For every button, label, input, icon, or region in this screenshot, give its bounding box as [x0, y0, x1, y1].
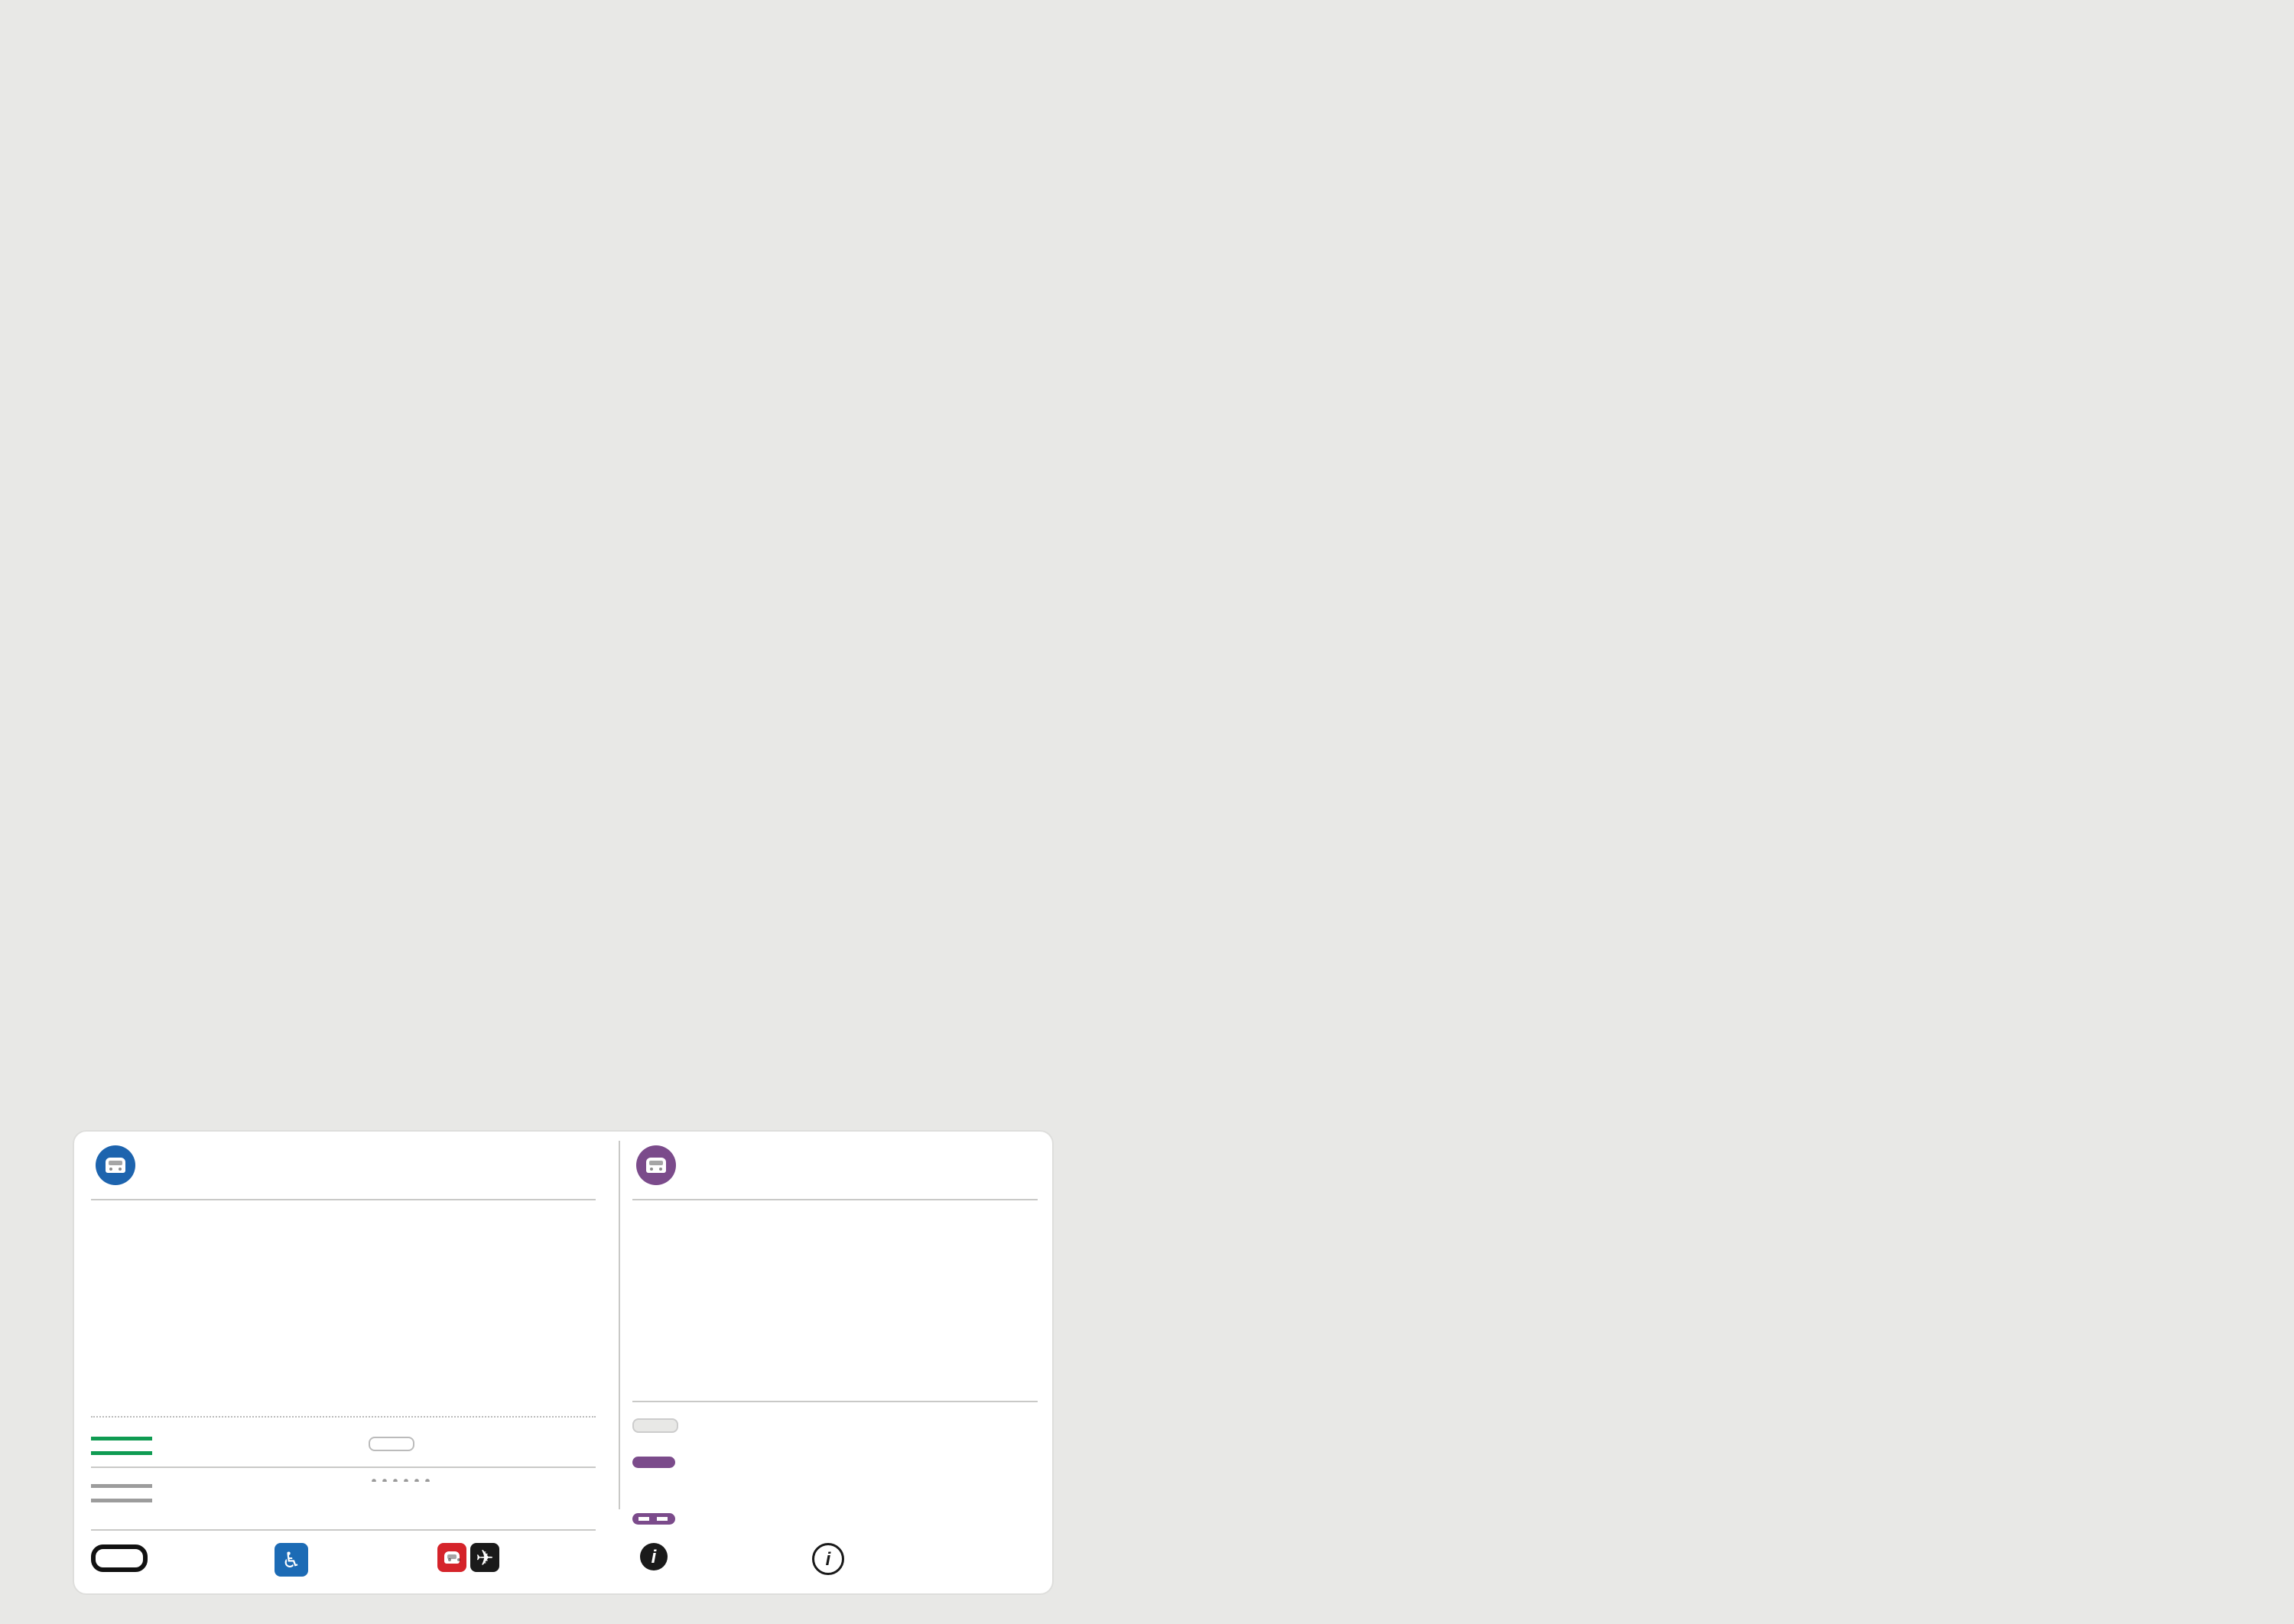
skybus-item: ✈	[437, 1543, 513, 1572]
stony-point-line-item	[91, 1431, 166, 1455]
stony-point-swatch	[91, 1437, 152, 1455]
regional-legend-header	[636, 1145, 687, 1185]
wheelchair-icon: ♿	[275, 1543, 308, 1577]
myki-swatch	[632, 1457, 675, 1468]
interchange-pill-icon	[91, 1544, 148, 1572]
skybus-train-icon	[437, 1543, 466, 1572]
metro-fare-swatch	[369, 1437, 414, 1451]
metro-fare-zone-item	[369, 1431, 428, 1451]
lift-access-item: ♿	[275, 1543, 322, 1577]
metro-legend-header	[96, 1145, 146, 1185]
legend-panel: ♿ ✈ i i	[73, 1130, 1054, 1595]
paper-ticket-swatch	[632, 1513, 675, 1525]
airport-plane-icon: ✈	[470, 1543, 499, 1572]
regional-fare-item	[632, 1413, 692, 1433]
interchange-item	[91, 1543, 161, 1572]
staffed-item: i	[640, 1543, 681, 1570]
regional-train-icon	[636, 1145, 676, 1185]
zone-boundary-swatch	[369, 1479, 430, 1482]
metro-train-icon	[96, 1145, 135, 1185]
special-event-swatch	[91, 1484, 152, 1502]
info-solid-icon: i	[640, 1543, 668, 1570]
staffed2-item: i	[812, 1543, 858, 1575]
myki-item	[632, 1451, 689, 1468]
special-event-line-item	[91, 1479, 166, 1502]
info-outline-icon: i	[812, 1543, 844, 1575]
regional-fare-swatch	[632, 1418, 678, 1433]
zone-boundary-item	[369, 1470, 444, 1482]
paper-ticket-item	[632, 1508, 689, 1525]
